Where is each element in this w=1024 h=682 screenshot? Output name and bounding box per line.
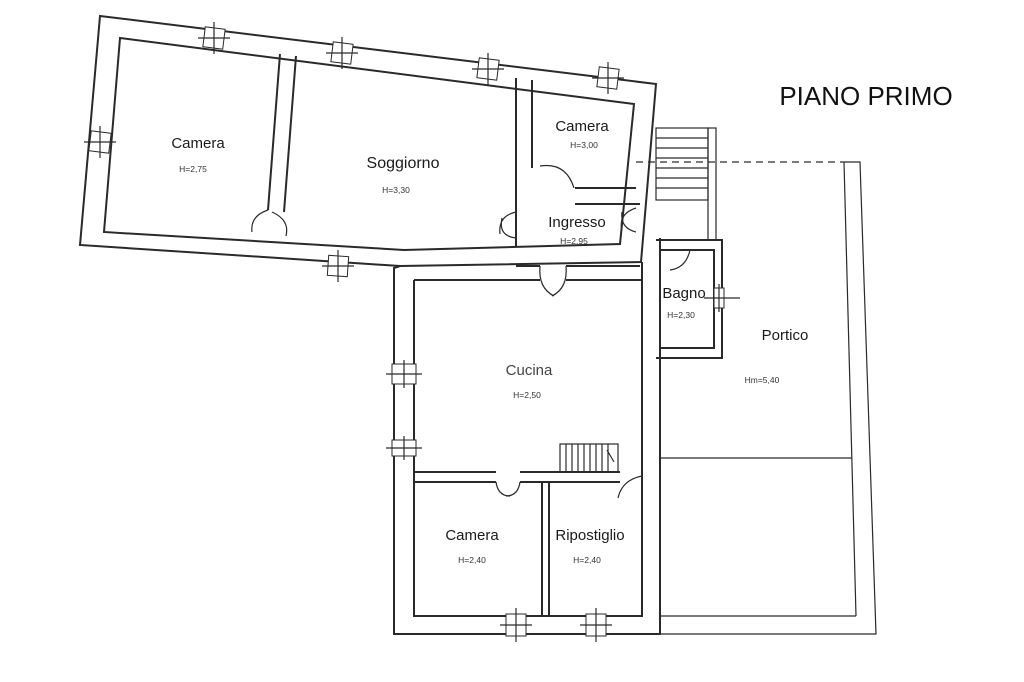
window-camera-bottom <box>500 608 532 642</box>
window-camera-right-top <box>592 62 624 94</box>
room-name-portico: Portico <box>762 327 809 344</box>
window-soggiorno-top <box>326 37 358 69</box>
window-camera-top <box>198 22 230 54</box>
partition-camera-soggiorno <box>267 53 297 213</box>
cucina-stair <box>559 443 619 473</box>
room-name-cucina: Cucina <box>506 362 553 379</box>
room-height-bagno: H=2,30 <box>667 310 695 320</box>
window-bagno-right <box>704 284 740 312</box>
room-height-portico: Hm=5,40 <box>745 375 780 385</box>
doors <box>251 164 691 499</box>
room-height-ripostiglio: H=2,40 <box>573 555 601 565</box>
room-height-ingresso: H=2,95 <box>560 236 588 246</box>
room-name-ripostiglio: Ripostiglio <box>555 527 624 544</box>
room-name-ingresso: Ingresso <box>548 214 606 231</box>
window-camera-left <box>84 126 116 158</box>
window-cucina-left <box>386 360 422 388</box>
lower-block-walls <box>393 238 661 635</box>
room-name-camera-top: Camera <box>555 118 609 135</box>
room-height-camera-top: H=3,00 <box>570 140 598 150</box>
room-name-camera-left: Camera <box>171 135 225 152</box>
portico-outline <box>636 161 877 635</box>
window-ripostiglio-bottom <box>580 608 612 642</box>
room-name-bagno: Bagno <box>662 285 705 302</box>
room-height-camera-left: H=2,75 <box>179 164 207 174</box>
window-soggiorno-bottom <box>322 250 354 282</box>
room-height-cucina: H=2,50 <box>513 390 541 400</box>
room-height-soggiorno: H=3,30 <box>382 185 410 195</box>
partition-soggiorno-camera <box>515 78 533 246</box>
room-name-camera-bottom: Camera <box>445 527 499 544</box>
left-wing-walls <box>78 14 658 268</box>
window-cucina-left-lower <box>386 436 422 460</box>
room-height-camera-bottom: H=2,40 <box>458 555 486 565</box>
cucina-bottom-wall <box>414 471 620 483</box>
windows <box>84 22 740 642</box>
partition-camera-ripostiglio <box>541 482 550 616</box>
external-stair <box>655 127 717 241</box>
plan-title: PIANO PRIMO <box>779 81 952 111</box>
window-soggiorno-top-right <box>472 53 504 85</box>
camera-top-bottom-wall <box>575 187 640 205</box>
room-name-soggiorno: Soggiorno <box>367 155 440 172</box>
